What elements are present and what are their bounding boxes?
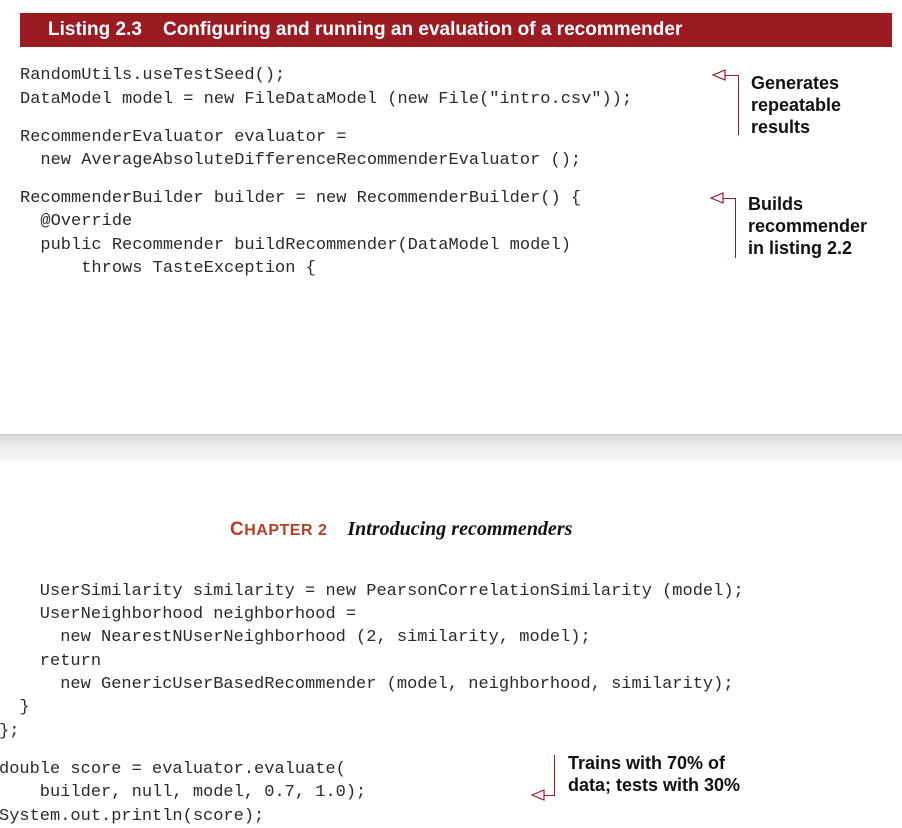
callout-bracket (554, 755, 555, 795)
code-line: }; (0, 722, 20, 741)
chapter-title: Introducing recommenders (347, 518, 573, 540)
code-line: public Recommender buildRecommender(Data… (20, 236, 571, 255)
listing-number: Listing 2.3 (48, 19, 142, 40)
code-line: RecommenderEvaluator evaluator = (20, 128, 347, 147)
code-line: } (0, 698, 30, 717)
listing-title: Configuring and running an evaluation of… (162, 19, 683, 40)
annotation-train-test-split: Trains with 70% of data; tests with 30% (568, 753, 741, 795)
code-line: System.out.println(score); (0, 807, 265, 826)
annotation-generates-results: Generates repeatable results (751, 73, 842, 137)
code-line: new AverageAbsoluteDifferenceRecommender… (20, 151, 582, 170)
code-line: return (0, 652, 102, 671)
callout-bracket (738, 75, 739, 135)
code-line: RecommenderBuilder builder = new Recomme… (20, 189, 582, 208)
code-line: UserNeighborhood neighborhood = (0, 605, 357, 624)
callout-line (723, 198, 735, 199)
callout-arrow-icon (531, 789, 545, 801)
callout-line (544, 795, 555, 796)
page-separator (0, 434, 902, 461)
code-line: RandomUtils.useTestSeed(); (20, 66, 286, 85)
code-line: DataModel model = new FileDataModel (new… (20, 90, 633, 109)
code-line: new GenericUserBasedRecommender (model, … (0, 675, 734, 694)
callout-bracket (735, 198, 736, 258)
code-line: builder, null, model, 0.7, 1.0); (0, 783, 367, 802)
chapter-label: CHAPTER 2 (230, 519, 328, 540)
code-line: UserSimilarity similarity = new PearsonC… (0, 582, 744, 601)
listing-header: Listing 2.3 Configuring and running an e… (20, 13, 892, 47)
code-line: new NearestNUserNeighborhood (2, similar… (0, 628, 591, 647)
code-line: double score = evaluator.evaluate( (0, 760, 346, 779)
annotation-builds-recommender: Builds recommender in listing 2.2 (748, 194, 868, 258)
code-line: @Override (20, 212, 133, 231)
running-head: CHAPTER 2 Introducing recommenders (230, 518, 572, 541)
callout-line (725, 75, 738, 76)
code-line: throws TasteException { (20, 259, 316, 278)
